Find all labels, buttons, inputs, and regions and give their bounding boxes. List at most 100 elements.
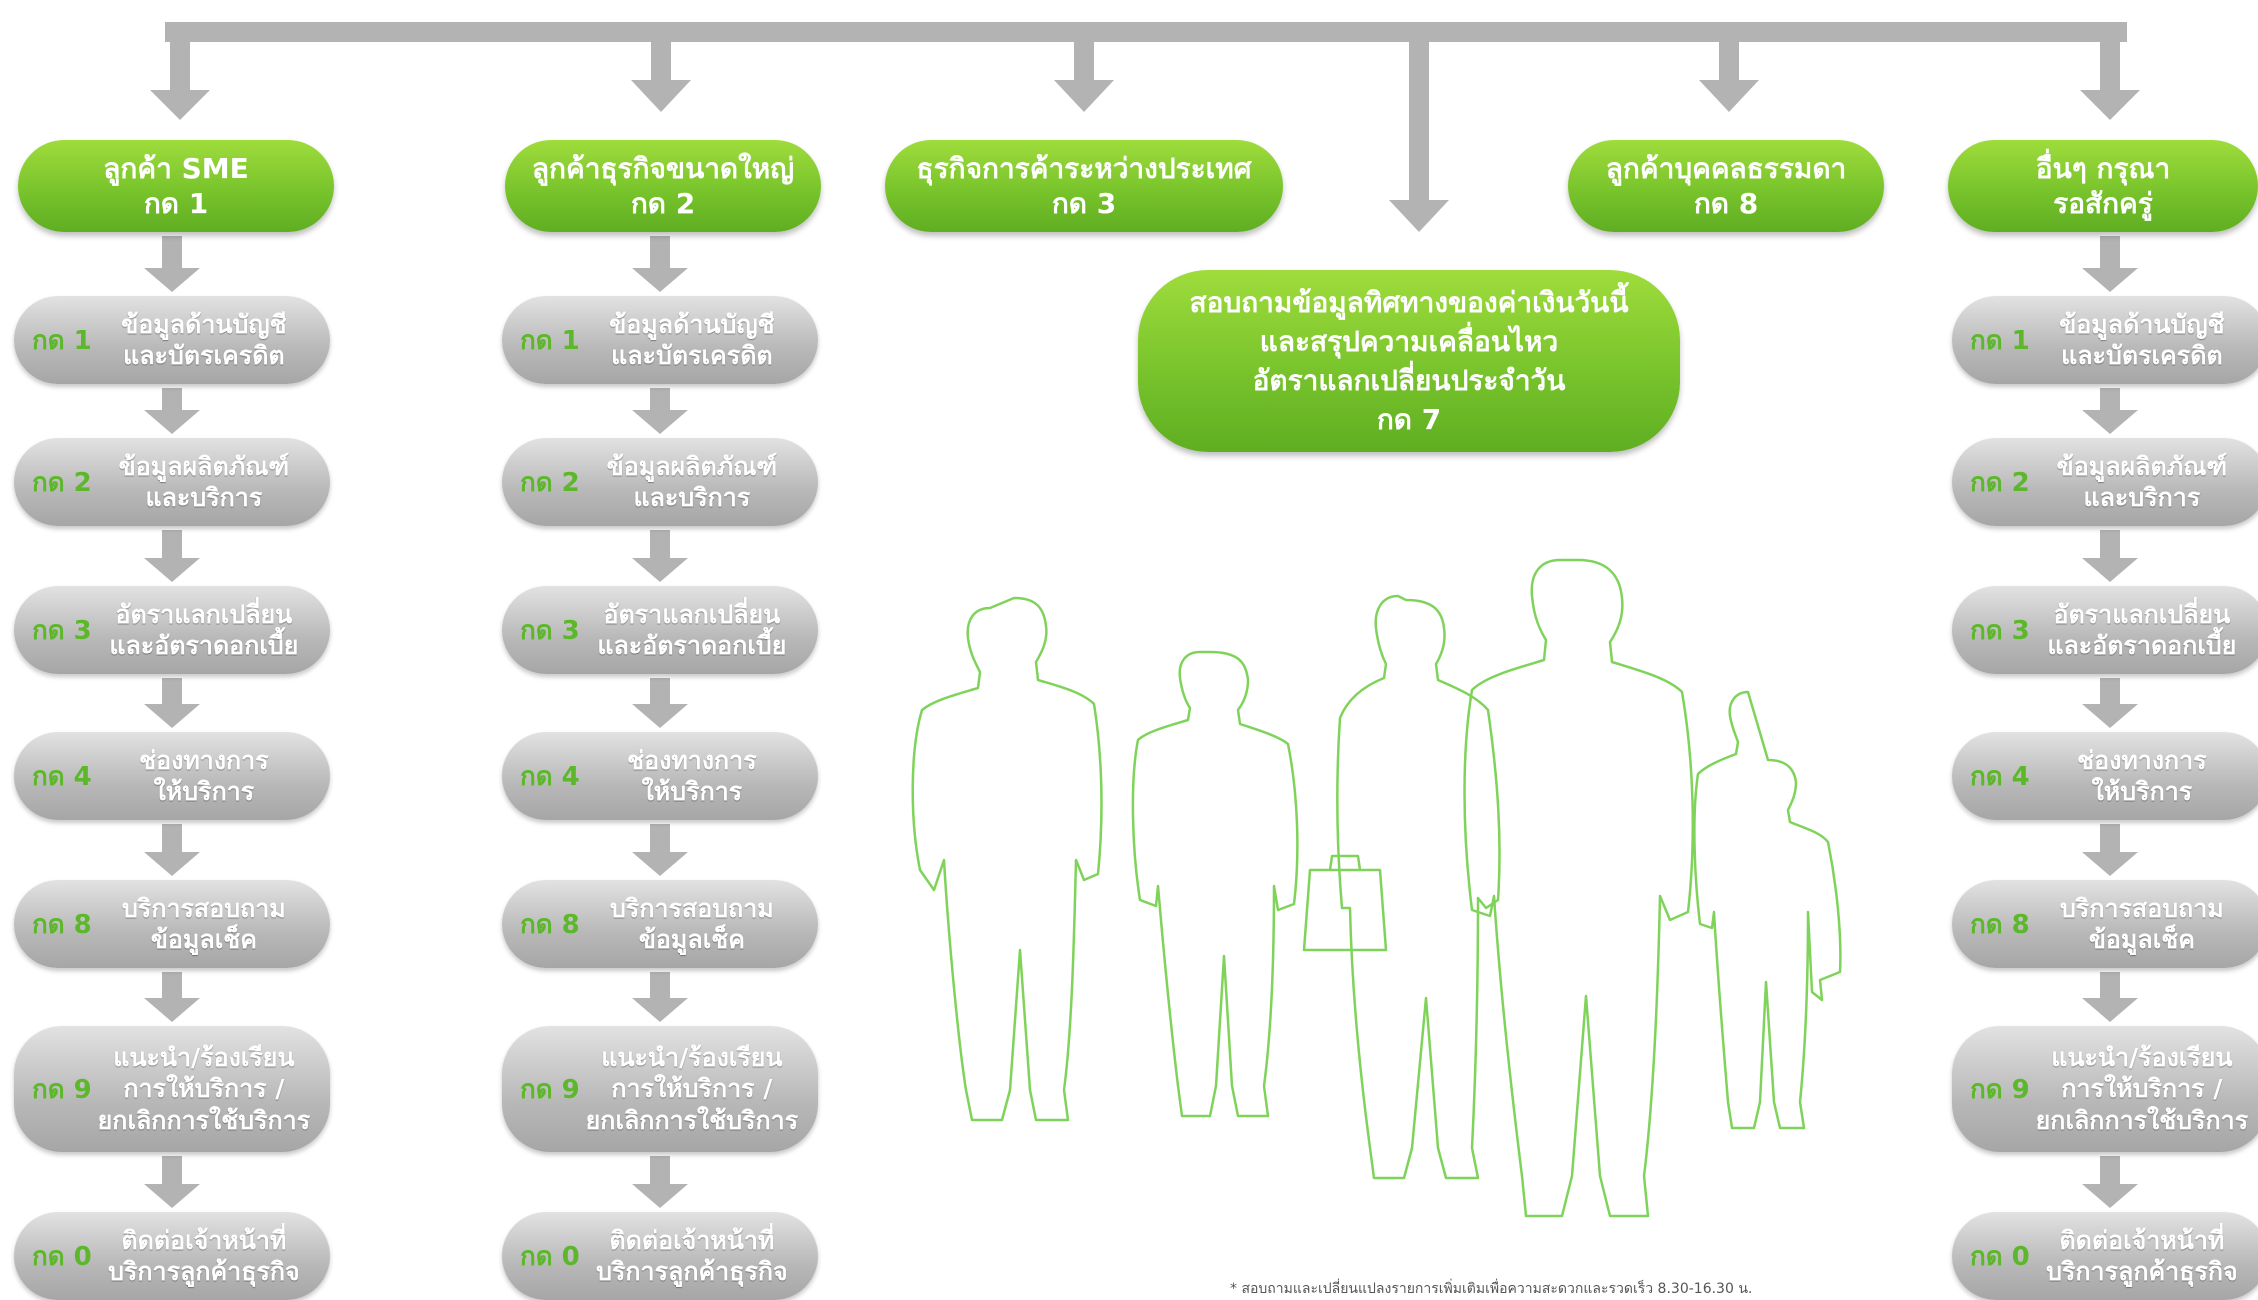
submenu-label-line: อัตราแลกเปลี่ยน [115,599,293,629]
option-key: กด 1 [143,187,209,220]
submenu-label: ข้อมูลด้านบัญชีและบัตรเครดิต [2030,309,2258,372]
down-arrow [632,972,688,1022]
submenu-item[interactable]: กด 8 บริการสอบถามข้อมูลเช็ค [1952,880,2258,968]
submenu-key: กด 4 [520,761,580,792]
option-label: ลูกค้าธุรกิจขนาดใหญ่ [531,152,795,185]
down-arrow [632,1156,688,1208]
option-label: ธุรกิจการค้าระหว่างประเทศ [916,152,1252,185]
submenu-key: กด 3 [1970,615,2030,646]
submenu-label-line: และบัตรเครดิต [611,341,773,370]
submenu-label: ติดต่อเจ้าหน้าที่บริการลูกค้าธุรกิจ [2030,1225,2258,1288]
down-arrow [144,678,200,728]
option-currency-info[interactable]: สอบถามข้อมูลทิศทางของค่าเงินวันนี้ และสร… [1138,270,1680,452]
submenu-label-line: ข้อมูลเช็ค [638,925,745,954]
submenu-label: ช่องทางการให้บริการ [92,745,330,808]
submenu-key: กด 0 [520,1241,580,1272]
option-label: ลูกค้า SME [103,152,249,185]
submenu-label: แนะนำ/ร้องเรียนการให้บริการ /ยกเลิกการใช… [92,1042,330,1136]
option-label: อื่นๆ กรุณา [2035,152,2171,185]
submenu-label-line: อัตราแลกเปลี่ยน [603,599,781,629]
submenu-label-line: ช่องทางการ [139,745,269,775]
down-arrow [144,530,200,582]
drop-arrow-sme [150,22,210,120]
submenu-key: กด 3 [520,615,580,646]
option-other[interactable]: อื่นๆ กรุณา รอสักครู่ [1948,140,2258,232]
down-arrow [632,824,688,876]
submenu-label-line: ข้อมูลด้านบัญชี [2059,309,2225,339]
down-arrow [2082,678,2138,728]
submenu-key: กด 9 [32,1074,92,1105]
submenu-label-line: ให้บริการ [641,777,743,806]
option-sme[interactable]: ลูกค้า SME กด 1 [18,140,334,232]
person-silhouette [1335,594,1501,1180]
submenu-label-line: การให้บริการ / [123,1074,285,1104]
submenu-label-line: ข้อมูลผลิตภัณฑ์ [606,451,778,481]
submenu-label-line: ข้อมูลเช็ค [2088,925,2195,954]
submenu-label-line: และบัตรเครดิต [2061,341,2223,370]
submenu-key: กด 8 [1970,909,2030,940]
submenu-label-line: ข้อมูลผลิตภัณฑ์ [118,451,290,481]
down-arrow [2082,530,2138,582]
submenu-label: ข้อมูลผลิตภัณฑ์และบริการ [580,451,818,514]
submenu-label: ข้อมูลด้านบัญชีและบัตรเครดิต [580,309,818,372]
submenu-label: ติดต่อเจ้าหน้าที่บริการลูกค้าธุรกิจ [580,1225,818,1288]
person-silhouette [1131,650,1299,1118]
drop-arrow-other [2080,22,2140,120]
option-personal[interactable]: ลูกค้าบุคคลธรรมดา กด 8 [1568,140,1884,232]
submenu-key: กด 8 [520,909,580,940]
submenu-label-line: ช่องทางการ [627,745,757,775]
option-international-trade[interactable]: ธุรกิจการค้าระหว่างประเทศ กด 3 [885,140,1283,232]
submenu-key: กด 2 [1970,467,2030,498]
submenu-label-line: และอัตราดอกเบี้ย [109,631,299,660]
option-large-business[interactable]: ลูกค้าธุรกิจขนาดใหญ่ กด 2 [505,140,821,232]
submenu-label-line: การให้บริการ / [611,1074,773,1104]
submenu-label-line: และบัตรเครดิต [123,341,285,370]
submenu-label: บริการสอบถามข้อมูลเช็ค [92,893,330,956]
submenu-label-line: อัตราแลกเปลี่ยน [2053,599,2231,629]
submenu-label-line: และบริการ [633,483,751,512]
submenu-label-line: บริการลูกค้าธุรกิจ [108,1257,300,1286]
submenu-label: อัตราแลกเปลี่ยนและอัตราดอกเบี้ย [92,599,330,662]
submenu-label: อัตราแลกเปลี่ยนและอัตราดอกเบี้ย [2030,599,2258,662]
down-arrow [2082,1156,2138,1208]
submenu-key: กด 1 [520,325,580,356]
submenu-label-line: ยกเลิกการใช้บริการ [2035,1105,2249,1135]
submenu-label: ข้อมูลด้านบัญชีและบัตรเครดิต [92,309,330,372]
submenu-label-line: ข้อมูลเช็ค [150,925,257,954]
person-silhouette [1693,690,1842,1130]
submenu-label-line: บริการลูกค้าธุรกิจ [596,1257,788,1286]
drop-arrow-large [631,22,691,112]
submenu-label-line: ข้อมูลด้านบัญชี [121,309,287,339]
down-arrow [632,388,688,434]
submenu-label: แนะนำ/ร้องเรียนการให้บริการ /ยกเลิกการใช… [2030,1042,2258,1136]
submenu-key: กด 9 [1970,1074,2030,1105]
submenu-label-line: ข้อมูลผลิตภัณฑ์ [2056,451,2228,481]
submenu-item[interactable]: กด 4 ช่องทางการให้บริการ [502,732,818,820]
top-connector-bar [165,22,2127,42]
down-arrow [632,236,688,292]
center-key: กด 7 [1376,403,1442,437]
down-arrow [632,678,688,728]
center-line: อัตราแลกเปลี่ยนประจำวัน [1252,364,1566,397]
submenu-label-line: บริการสอบถาม [2060,893,2224,923]
